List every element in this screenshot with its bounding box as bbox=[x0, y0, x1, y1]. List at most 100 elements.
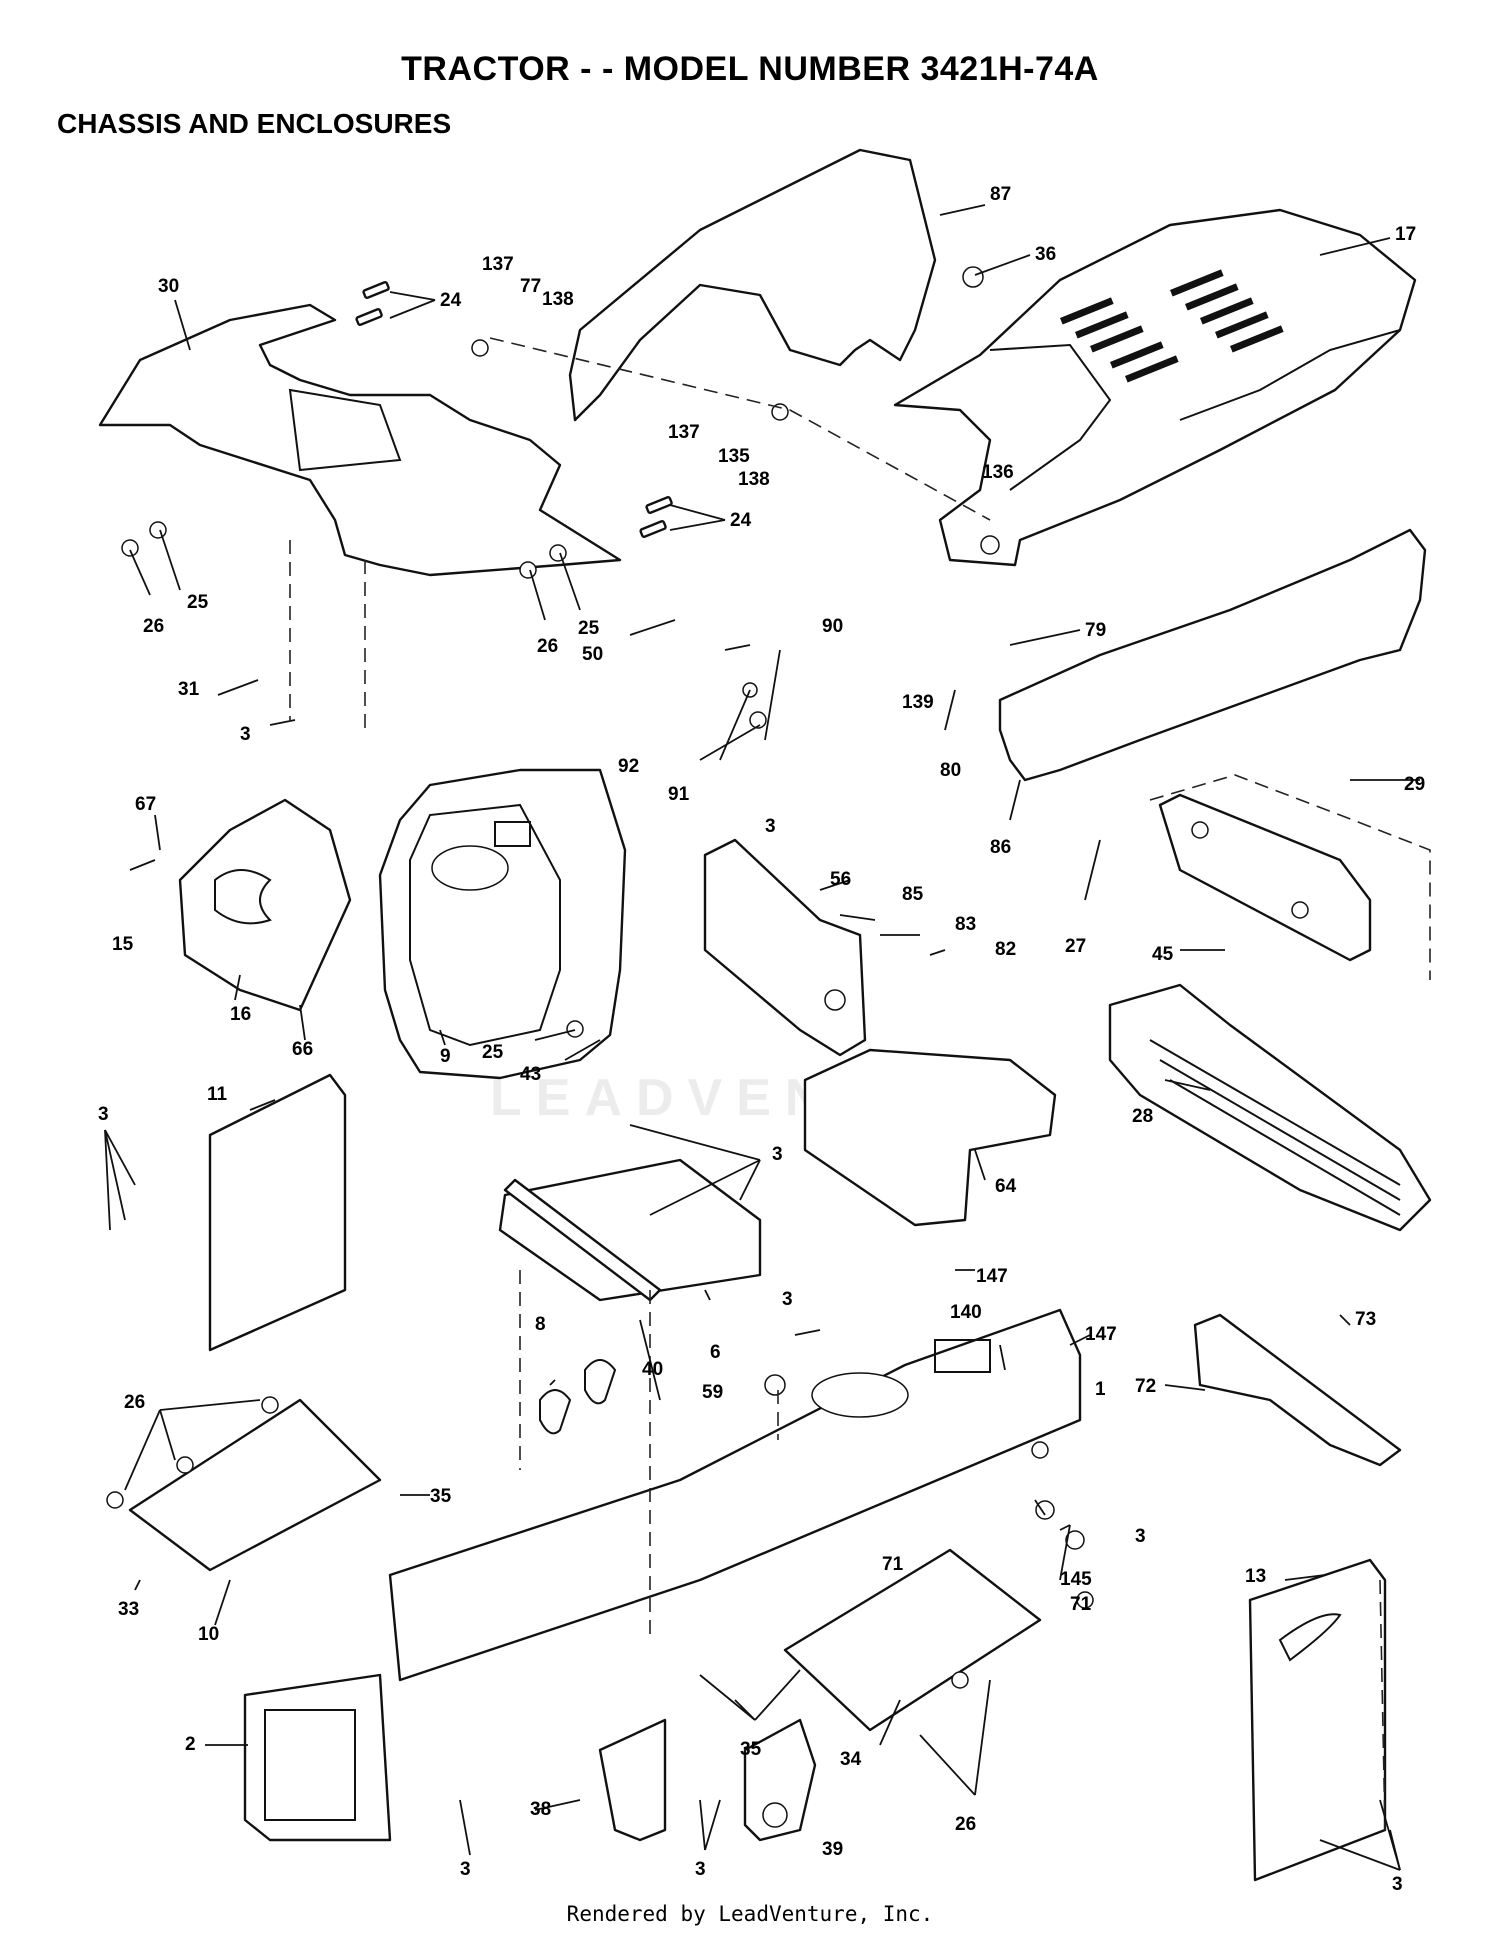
callout-87: 87 bbox=[990, 184, 1011, 205]
callout-3: 3 bbox=[460, 1859, 471, 1880]
fasteners bbox=[106, 266, 1094, 1689]
part-33-left-skid-plate bbox=[128, 1398, 382, 1572]
callout-38: 38 bbox=[530, 1799, 551, 1820]
hood-vent-slots bbox=[1060, 269, 1284, 383]
callout-25: 25 bbox=[482, 1042, 504, 1063]
callout-9: 9 bbox=[440, 1046, 451, 1067]
callout-30: 30 bbox=[158, 276, 179, 297]
callout-34: 34 bbox=[840, 1749, 862, 1770]
callout-83: 83 bbox=[955, 914, 976, 935]
callout-67: 67 bbox=[135, 794, 156, 815]
callout-64: 64 bbox=[995, 1176, 1017, 1197]
callout-77: 77 bbox=[520, 276, 541, 297]
callout-147: 147 bbox=[976, 1266, 1008, 1287]
part-17-hood bbox=[893, 208, 1417, 567]
callout-10: 10 bbox=[198, 1624, 219, 1645]
callout-26: 26 bbox=[955, 1814, 976, 1835]
callout-35: 35 bbox=[430, 1486, 452, 1507]
callout-80: 80 bbox=[940, 760, 961, 781]
callout-138: 138 bbox=[738, 469, 770, 490]
callout-71: 71 bbox=[882, 1554, 904, 1575]
callout-labels: 87 36 17 137 77 138 30 24 137 135 138 13… bbox=[98, 184, 1425, 1895]
callout-8: 8 bbox=[535, 1314, 546, 1335]
callout-3: 3 bbox=[240, 724, 251, 745]
footer-credit: Rendered by LeadVenture, Inc. bbox=[566, 1902, 934, 1926]
callout-26: 26 bbox=[124, 1392, 145, 1413]
part-11-left-side-plate bbox=[208, 1073, 347, 1352]
callout-15: 15 bbox=[112, 934, 134, 955]
callout-71: 71 bbox=[1070, 1594, 1092, 1615]
callout-27: 27 bbox=[1065, 936, 1086, 957]
callout-147: 147 bbox=[1085, 1324, 1117, 1345]
callout-79: 79 bbox=[1085, 620, 1106, 641]
callout-33: 33 bbox=[118, 1599, 139, 1620]
part-30-rear-fender bbox=[98, 303, 622, 577]
part-64-dash-bracket bbox=[803, 1048, 1057, 1227]
part-8-clip bbox=[539, 1359, 617, 1435]
leader-lines bbox=[104, 204, 1420, 1871]
callout-3: 3 bbox=[1392, 1874, 1403, 1895]
callout-92: 92 bbox=[618, 756, 639, 777]
part-28-front-grille bbox=[1108, 983, 1432, 1232]
callout-3: 3 bbox=[695, 1859, 706, 1880]
callout-39: 39 bbox=[822, 1839, 843, 1860]
callout-1: 1 bbox=[1095, 1379, 1106, 1400]
callout-59: 59 bbox=[702, 1382, 723, 1403]
part-29-bracket bbox=[1149, 774, 1431, 980]
callout-85: 85 bbox=[902, 884, 924, 905]
callout-26: 26 bbox=[537, 636, 558, 657]
callout-3: 3 bbox=[1135, 1526, 1146, 1547]
diagram-title: TRACTOR - - MODEL NUMBER 3421H-74A bbox=[401, 50, 1099, 88]
callout-43: 43 bbox=[520, 1064, 541, 1085]
callout-2: 2 bbox=[185, 1734, 196, 1755]
alignment-lines bbox=[289, 337, 1386, 1831]
callout-50: 50 bbox=[582, 644, 603, 665]
callout-86: 86 bbox=[990, 837, 1011, 858]
diagram-subtitle: CHASSIS AND ENCLOSURES bbox=[57, 108, 452, 139]
part-66-side-shroud bbox=[178, 798, 352, 1012]
part-6-mounting-plate bbox=[498, 1158, 762, 1302]
callout-56: 56 bbox=[830, 869, 851, 890]
part-40-channel bbox=[503, 1178, 662, 1302]
callout-72: 72 bbox=[1135, 1376, 1156, 1397]
callout-11: 11 bbox=[207, 1084, 228, 1105]
callout-16: 16 bbox=[230, 1004, 251, 1025]
part-9-dash-console bbox=[378, 768, 627, 1080]
callout-91: 91 bbox=[668, 784, 690, 805]
part-38-bracket bbox=[598, 1718, 667, 1842]
callout-136: 136 bbox=[982, 462, 1014, 483]
part-87-side-panel bbox=[568, 148, 937, 422]
part-13-right-side-plate bbox=[1248, 1558, 1387, 1882]
callout-137: 137 bbox=[482, 254, 514, 275]
callout-140: 140 bbox=[950, 1302, 982, 1323]
callout-137: 137 bbox=[668, 422, 700, 443]
callout-139: 139 bbox=[902, 692, 934, 713]
part-86-grille-bumper bbox=[998, 528, 1427, 782]
callout-145: 145 bbox=[1060, 1569, 1092, 1590]
callout-73: 73 bbox=[1355, 1309, 1376, 1330]
callout-26: 26 bbox=[143, 616, 164, 637]
callout-31: 31 bbox=[178, 679, 200, 700]
callout-135: 135 bbox=[718, 446, 750, 467]
part-39-bracket bbox=[743, 1718, 817, 1842]
callout-29: 29 bbox=[1404, 774, 1425, 795]
callout-6: 6 bbox=[710, 1342, 721, 1363]
callout-35: 35 bbox=[740, 1739, 762, 1760]
callout-25: 25 bbox=[578, 618, 600, 639]
callout-24: 24 bbox=[730, 510, 752, 531]
part-1-main-frame bbox=[388, 1308, 1082, 1682]
part-45-front-support bbox=[1158, 793, 1372, 962]
callout-3: 3 bbox=[782, 1289, 793, 1310]
callout-3: 3 bbox=[765, 816, 776, 837]
part-2-rear-plate bbox=[243, 1673, 392, 1842]
part-72-front-support bbox=[1193, 1313, 1402, 1467]
callout-40: 40 bbox=[642, 1359, 663, 1380]
callout-3: 3 bbox=[98, 1104, 109, 1125]
callout-17: 17 bbox=[1395, 224, 1416, 245]
callout-66: 66 bbox=[292, 1039, 313, 1060]
callout-25: 25 bbox=[187, 592, 209, 613]
callout-138: 138 bbox=[542, 289, 574, 310]
callout-45: 45 bbox=[1152, 944, 1174, 965]
callout-36: 36 bbox=[1035, 244, 1056, 265]
callout-13: 13 bbox=[1245, 1566, 1266, 1587]
